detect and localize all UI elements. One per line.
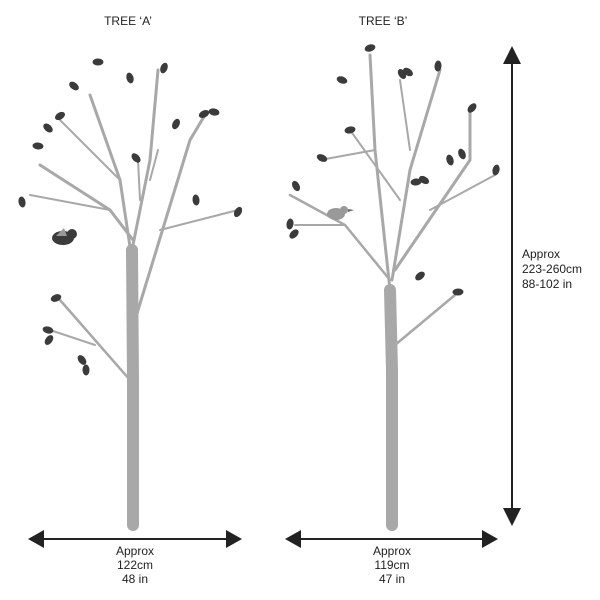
height-arrow: [503, 46, 521, 526]
width-cm: 119cm: [374, 558, 410, 572]
leaf: [452, 288, 464, 296]
leaf: [418, 175, 430, 185]
branch: [58, 298, 132, 382]
leaf: [54, 111, 66, 121]
branch: [349, 129, 401, 201]
branch: [88, 93, 134, 262]
tree-b-title: TREE ‘B’: [358, 14, 408, 28]
tree-b-trunk: [384, 284, 398, 531]
branch: [288, 193, 392, 282]
branch: [399, 79, 411, 151]
height-in: 88-102 in: [522, 277, 573, 291]
leaf: [126, 72, 134, 84]
branch: [137, 159, 141, 201]
leaf: [415, 271, 425, 281]
branch: [133, 113, 207, 322]
leaf: [291, 180, 301, 192]
leaf: [434, 60, 442, 72]
leaf: [43, 123, 53, 133]
width-arrow-b: [285, 530, 498, 548]
leaf: [192, 194, 200, 206]
leaf: [233, 206, 243, 218]
width-arrow-a: [28, 530, 242, 548]
leaf: [344, 126, 356, 134]
leaf: [289, 229, 299, 239]
height-cm: 223-260cm: [522, 262, 583, 276]
approx-text: Approx: [115, 544, 155, 558]
leaf: [336, 76, 348, 84]
leaf: [208, 108, 220, 116]
leaf: [160, 62, 168, 74]
leaf: [82, 364, 90, 376]
branch: [59, 119, 121, 181]
bird-a: [52, 228, 77, 245]
leaf: [492, 164, 500, 176]
leaf: [403, 67, 413, 77]
leaf: [18, 196, 26, 208]
leaf: [32, 142, 44, 150]
leaf: [458, 148, 466, 160]
branch: [149, 149, 159, 181]
leaf: [364, 44, 376, 52]
leaf: [42, 326, 54, 334]
leaf: [69, 81, 79, 91]
leaf: [131, 153, 141, 163]
tree-a-width-label: Approx 122cm 48 in: [105, 544, 165, 586]
tree-b-width-label: Approx 119cm 47 in: [362, 544, 422, 586]
leaf: [44, 335, 54, 345]
branch: [390, 68, 442, 282]
branch: [429, 174, 496, 211]
approx-text: Approx: [522, 247, 561, 261]
tree-a-trunk: [126, 244, 139, 531]
width-in: 48 in: [121, 572, 149, 586]
tree-a-title: TREE ‘A’: [104, 14, 152, 28]
leaf: [446, 154, 454, 166]
approx-text: Approx: [372, 544, 412, 558]
height-label: Approx 223-260cm 88-102 in: [522, 247, 582, 292]
width-cm: 122cm: [116, 558, 154, 572]
branch: [393, 293, 457, 347]
leaf: [172, 118, 180, 130]
leaf: [316, 154, 328, 162]
leaf: [198, 110, 210, 118]
leaf: [410, 178, 422, 186]
branch: [29, 194, 111, 211]
width-in: 47 in: [378, 572, 406, 586]
bird-b: [327, 206, 354, 220]
leaf: [50, 294, 62, 302]
branch: [159, 209, 239, 231]
leaf: [467, 103, 477, 113]
branch: [393, 108, 472, 272]
leaf: [77, 355, 87, 365]
branch: [49, 329, 96, 346]
leaf: [92, 58, 104, 66]
branch: [130, 68, 160, 252]
leaf: [286, 218, 294, 230]
